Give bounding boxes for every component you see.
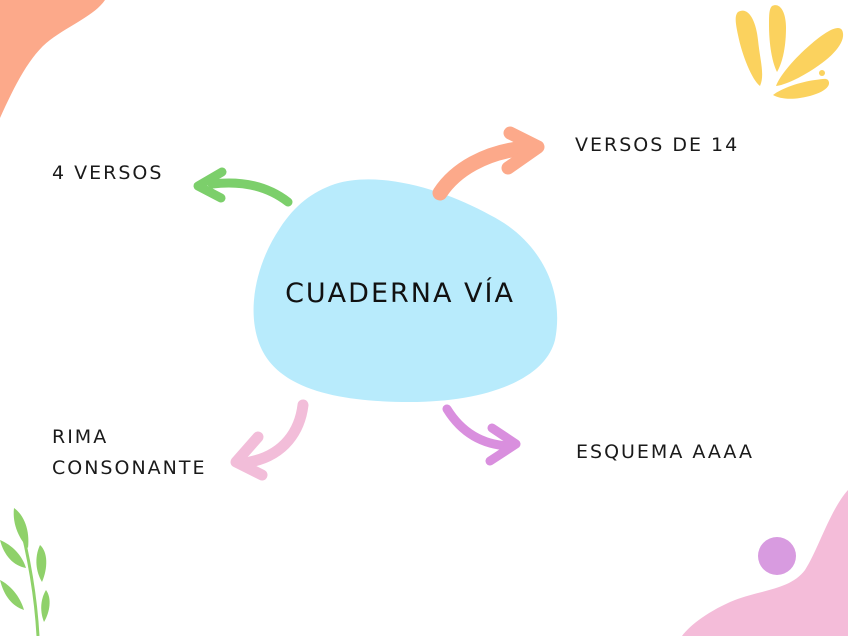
arrow-to-versos-de-14 bbox=[432, 126, 545, 201]
branch-label-versos-de-14: VERSOS DE 14 bbox=[575, 134, 740, 156]
branch-label-rima-consonante: RIMA CONSONANTE bbox=[52, 422, 206, 484]
branch-label-esquema-aaaa: ESQUEMA AAAA bbox=[576, 441, 754, 463]
leaf-sprig-decoration bbox=[0, 508, 50, 636]
branch-label-line: RIMA bbox=[52, 426, 109, 448]
arrow-to-esquema-aaaa bbox=[442, 404, 521, 466]
central-topic-label: CUADERNA VÍA bbox=[285, 278, 515, 309]
orange-corner-blob bbox=[0, 0, 105, 118]
branch-label-line: CONSONANTE bbox=[52, 457, 207, 479]
yellow-splash-decoration bbox=[735, 5, 844, 99]
arrow-to-4-versos bbox=[193, 167, 293, 207]
arrow-to-rima-consonante bbox=[230, 399, 309, 481]
purple-dot-decoration bbox=[758, 537, 796, 575]
central-blob bbox=[253, 179, 558, 402]
pink-corner-blob bbox=[682, 490, 848, 636]
branch-label-4-versos: 4 VERSOS bbox=[52, 162, 164, 184]
